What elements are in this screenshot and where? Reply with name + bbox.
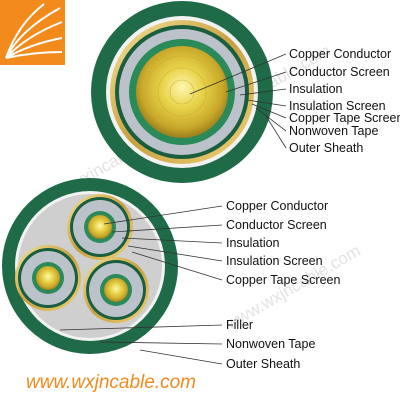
core-right xyxy=(83,257,149,323)
core-left xyxy=(15,245,81,311)
copper-conductor xyxy=(136,46,228,138)
label-nonwoven-tape: Nonwoven Tape xyxy=(289,124,378,138)
single-core-labels: Copper Conductor Conductor Screen Insula… xyxy=(289,47,400,155)
label-outer-sheath: Outer Sheath xyxy=(226,357,300,371)
single-core-leaders xyxy=(189,53,287,149)
label-copper-conductor: Copper Conductor xyxy=(289,47,391,61)
label-nonwoven-tape: Nonwoven Tape xyxy=(226,337,315,351)
label-conductor-screen: Conductor Screen xyxy=(226,218,327,232)
core-top xyxy=(67,194,133,260)
label-insulation-screen: Insulation Screen xyxy=(289,99,386,113)
label-conductor-screen: Conductor Screen xyxy=(289,65,390,79)
label-copper-tape-screen: Copper Tape Screen xyxy=(289,111,400,125)
label-copper-conductor: Copper Conductor xyxy=(226,199,328,213)
three-core-leaders xyxy=(59,205,223,365)
label-insulation: Insulation xyxy=(289,82,343,96)
website-url: www.wxjncable.com xyxy=(26,372,196,393)
label-insulation-screen: Insulation Screen xyxy=(226,254,323,268)
label-insulation: Insulation xyxy=(226,236,280,250)
three-core-cable xyxy=(2,178,178,354)
single-core-cable xyxy=(91,1,273,183)
label-copper-tape-screen: Copper Tape Screen xyxy=(226,273,340,287)
three-core-labels: Copper Conductor Conductor Screen Insula… xyxy=(226,199,340,371)
label-filler: Filler xyxy=(226,318,253,332)
sunburst-logo-icon xyxy=(0,0,65,65)
label-outer-sheath: Outer Sheath xyxy=(289,141,363,155)
